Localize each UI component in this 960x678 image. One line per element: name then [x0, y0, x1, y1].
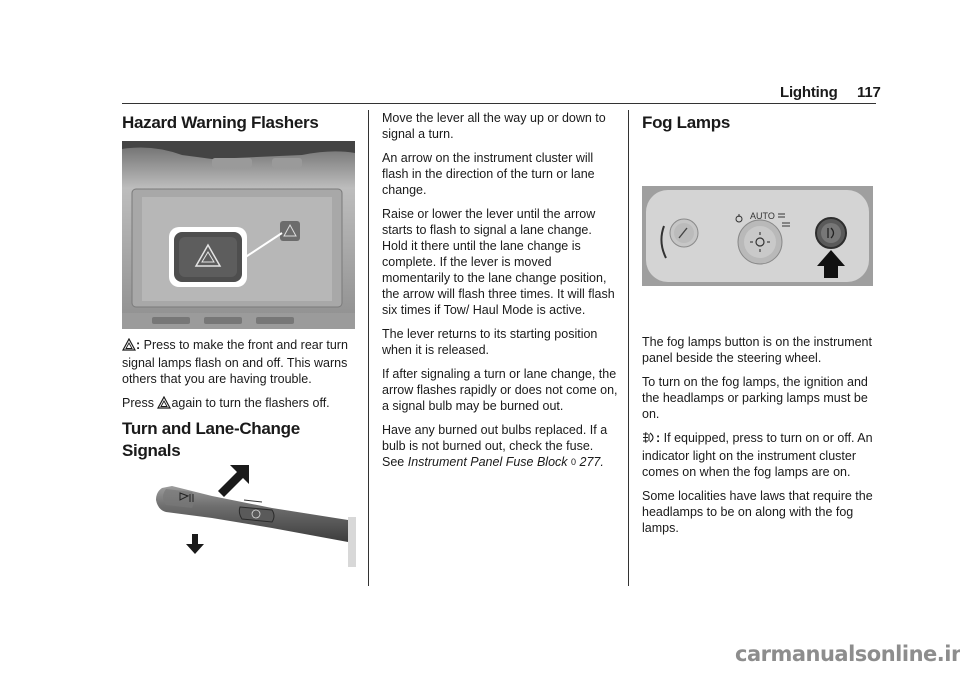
- turn-para-3: Raise or lower the lever until the arrow…: [382, 207, 615, 317]
- fog-para-4: Some localities have laws that require t…: [642, 489, 873, 535]
- fog-heading: Fog Lamps: [642, 113, 730, 132]
- column-right: Fog Lamps: [642, 110, 880, 134]
- header-rule: [122, 103, 876, 104]
- turn-heading: Turn and Lane-Change Signals: [122, 419, 300, 460]
- column-middle: Move the lever all the way up or down to…: [382, 110, 618, 478]
- fog-para-3-text: If equipped, press to turn on or off. An…: [642, 431, 873, 479]
- watermark: carmanualsonline.info: [735, 642, 960, 666]
- turn-para-6-text: Have any burned out bulbs replaced. If a…: [382, 423, 608, 469]
- fog-para-2: To turn on the fog lamps, the ignition a…: [642, 375, 868, 421]
- turn-para-4: The lever returns to its starting positi…: [382, 327, 598, 357]
- hazard-para-2-after: again to turn the flashers off.: [171, 396, 330, 410]
- page-number: 117: [857, 84, 881, 101]
- fog-label-colon: :: [656, 431, 661, 445]
- column-divider-1: [368, 110, 369, 586]
- turn-para-2: An arrow on the instrument cluster will …: [382, 151, 595, 197]
- turn-para-1: Move the lever all the way up or down to…: [382, 111, 606, 141]
- hazard-label-colon: :: [136, 338, 141, 352]
- turn-signal-lever-illustration: [152, 462, 356, 568]
- section-title: Lighting: [780, 84, 838, 101]
- hazard-para-2-before: Press: [122, 396, 154, 410]
- hazard-para-1: : Press to make the front and rear turn …: [121, 337, 356, 387]
- fuse-block-link[interactable]: Instrument Panel Fuse Block: [407, 455, 568, 469]
- fog-lamp-icon: [642, 431, 656, 448]
- hazard-para-1-text: Press to make the front and rear turn si…: [122, 338, 348, 386]
- turn-para-6: Have any burned out bulbs replaced. If a…: [382, 423, 608, 469]
- turn-para-5: If after signaling a turn or lane change…: [382, 367, 618, 413]
- hazard-button-photo: [122, 141, 355, 329]
- column-divider-2: [628, 110, 629, 586]
- hazard-triangle-icon: [121, 337, 137, 355]
- fog-para-1: The fog lamps button is on the instrumen…: [642, 335, 872, 365]
- hazard-heading: Hazard Warning Flashers: [122, 113, 319, 132]
- panel-auto-label: AUTO: [750, 211, 775, 221]
- fog-lamp-panel-photo: AUTO: [642, 186, 873, 286]
- turn-heading-wrap: Turn and Lane-Change Signals: [122, 418, 362, 462]
- fog-para-3: : If equipped, press to turn on or off. …: [642, 430, 880, 480]
- reference-symbol-icon: 0: [571, 457, 577, 467]
- column-left: Hazard Warning Flashers: [122, 110, 356, 134]
- page-header: Lighting 117: [780, 84, 881, 104]
- hazard-triangle-icon: [157, 395, 172, 413]
- hazard-text: : Press to make the front and rear turn …: [121, 337, 356, 421]
- fuse-block-page-ref[interactable]: 277: [579, 455, 601, 469]
- hazard-para-2: Press again to turn the flashers off.: [122, 395, 356, 413]
- fog-text: The fog lamps button is on the instrumen…: [642, 334, 880, 544]
